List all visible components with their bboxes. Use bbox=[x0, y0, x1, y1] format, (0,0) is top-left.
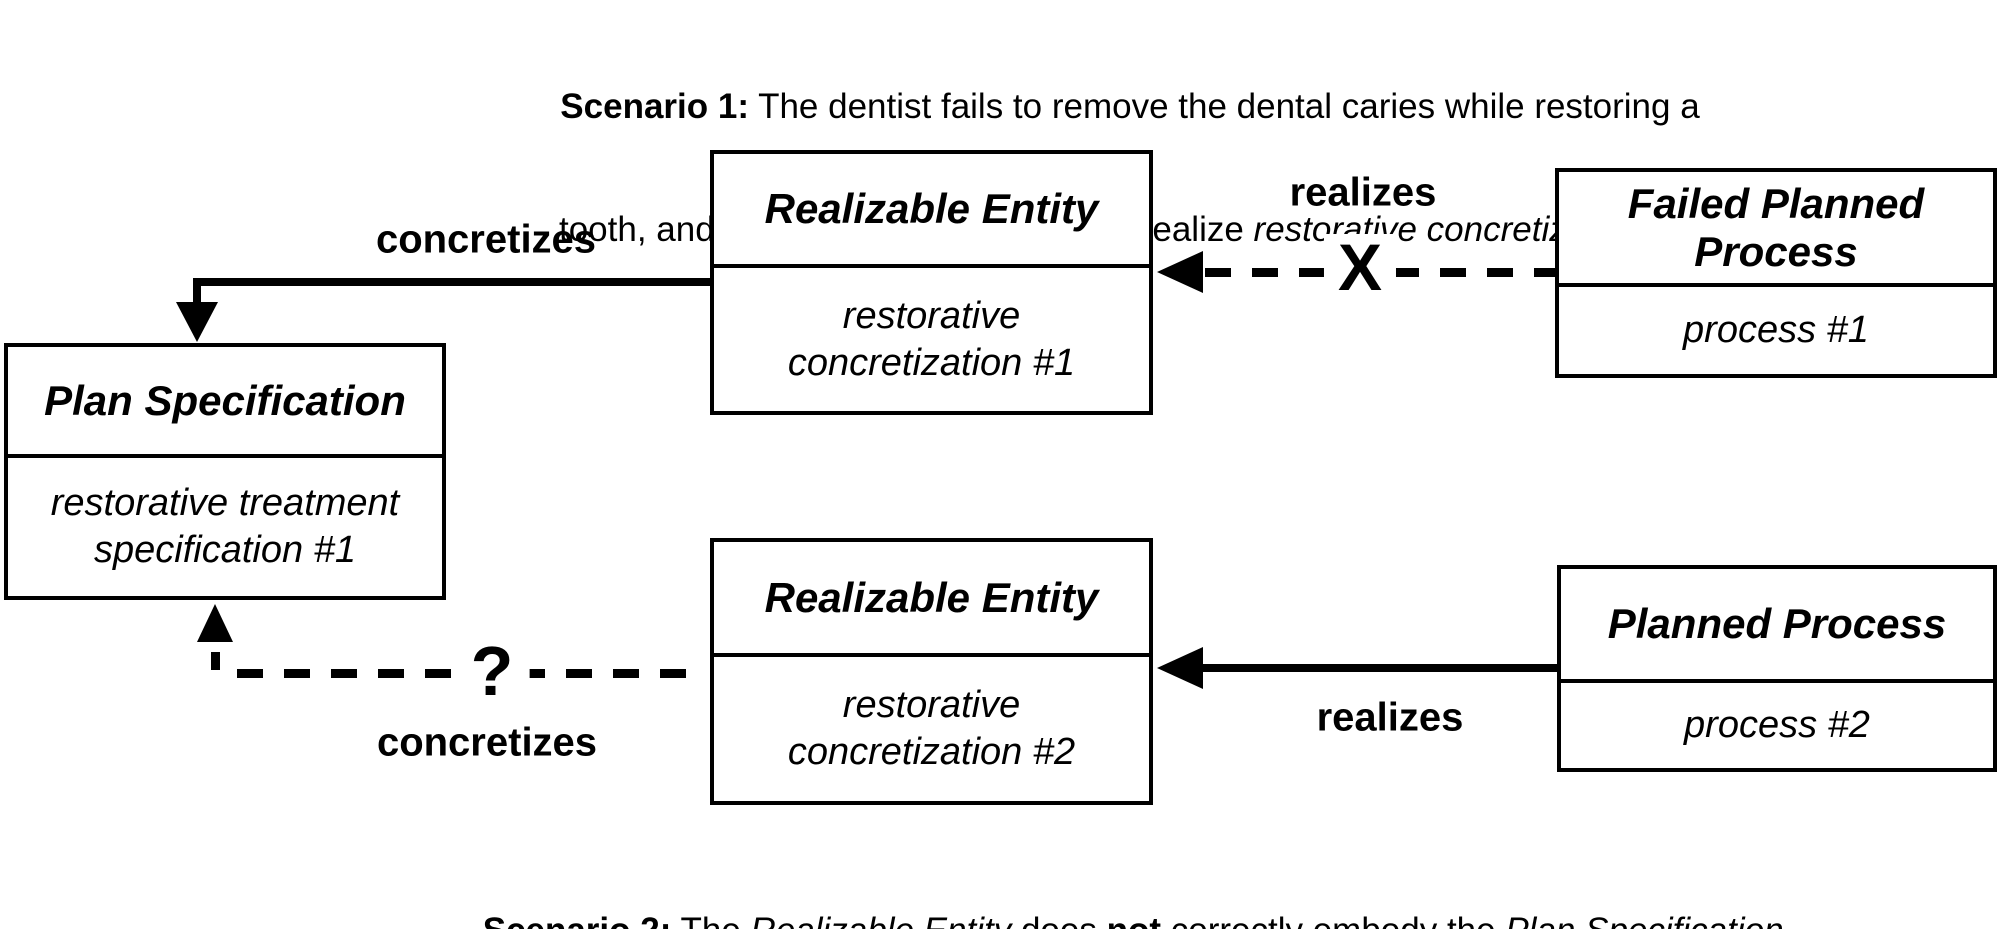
box-failed-planned-process-instance: process #1 bbox=[1683, 309, 1869, 351]
box-realizable-entity-2-title: Realizable Entity bbox=[714, 542, 1149, 657]
box-realizable-entity-1-instance: restorative concretization #1 bbox=[787, 294, 1076, 384]
s2-realizes-label: realizes bbox=[1316, 695, 1464, 740]
s1-concretizes-arrowhead-icon bbox=[176, 302, 218, 342]
box-failed-planned-process: Failed Planned Process process #1 bbox=[1555, 168, 1997, 378]
s1-concretizes-line-horizontal bbox=[193, 278, 710, 286]
s2-question-mark: ? bbox=[454, 636, 530, 706]
scenario-1-caption-line-1: Scenario 1: The dentist fails to remove … bbox=[560, 87, 1700, 126]
scenario-2-caption-line-1: Scenario 2: The Realizable Entity does n… bbox=[338, 910, 1938, 929]
box-planned-process: Planned Process process #2 bbox=[1557, 565, 1997, 772]
s1-negation-x-mark: X bbox=[1323, 234, 1397, 300]
s2-realizes-arrowhead-icon bbox=[1157, 647, 1203, 689]
box-plan-specification: Plan Specification restorative treatment… bbox=[4, 343, 446, 600]
s2-concretizes-arrowhead-icon bbox=[197, 604, 233, 642]
box-failed-planned-process-title: Failed Planned Process bbox=[1559, 172, 1993, 287]
box-realizable-entity-1-title: Realizable Entity bbox=[714, 154, 1149, 268]
s1-concretizes-label: concretizes bbox=[375, 217, 597, 262]
box-planned-process-title: Planned Process bbox=[1561, 569, 1993, 683]
s2-realizes-line bbox=[1203, 664, 1557, 672]
s1-realizes-arrowhead-icon bbox=[1157, 251, 1203, 293]
box-planned-process-instance: process #2 bbox=[1684, 704, 1870, 746]
box-realizable-entity-2: Realizable Entity restorative concretiza… bbox=[710, 538, 1153, 805]
s1-concretizes-line-vertical bbox=[193, 278, 201, 308]
box-plan-specification-instance: restorative treatment specification #1 bbox=[50, 482, 400, 571]
s1-realizes-label: realizes bbox=[1289, 170, 1437, 215]
s2-concretizes-dash-vertical bbox=[211, 652, 220, 670]
scenario-2-caption: Scenario 2: The Realizable Entity does n… bbox=[338, 828, 1938, 929]
box-plan-specification-title: Plan Specification bbox=[8, 347, 442, 458]
box-realizable-entity-2-instance: restorative concretization #2 bbox=[787, 684, 1076, 773]
box-realizable-entity-1: Realizable Entity restorative concretiza… bbox=[710, 150, 1153, 415]
scenario-2-label: Scenario 2: bbox=[483, 911, 672, 929]
s2-concretizes-label: concretizes bbox=[376, 720, 598, 765]
scenario-1-label: Scenario 1: bbox=[560, 87, 749, 126]
